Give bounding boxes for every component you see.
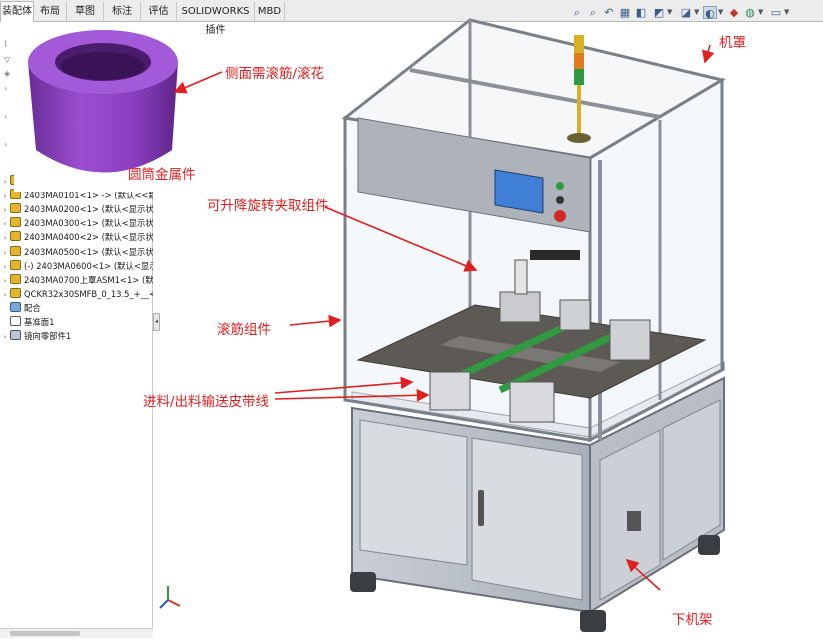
panel-collapse-button[interactable]: ◂ <box>153 313 160 331</box>
chevron-down-icon[interactable]: ▼ <box>758 8 764 16</box>
view-settings-icon[interactable]: ▭ <box>770 6 782 19</box>
tab-mbd[interactable]: MBD <box>255 2 285 21</box>
filter-icon[interactable]: ▽ <box>4 55 11 64</box>
chevron-down-icon[interactable]: ▼ <box>718 8 724 16</box>
tree-expander-icon[interactable]: › <box>4 112 8 121</box>
chevron-down-icon[interactable]: ▼ <box>694 8 700 16</box>
annotation-conveyor: 进料/出料输送皮带线 <box>143 394 270 410</box>
annotation-knurl-side: 侧面需滚筋/滚花 <box>225 66 325 82</box>
tab-markup[interactable]: 标注 <box>104 2 141 21</box>
edit-appearance-icon[interactable]: ◆ <box>729 6 739 19</box>
tree-item[interactable]: › 2403MA0200<1> (默认<显示状态 <box>0 202 153 216</box>
tree-item[interactable]: › QCKR32x30SMFB_0_13.5_+__<1> <box>0 287 153 301</box>
part-icon <box>10 231 21 242</box>
dynamic-annotation-icon[interactable]: ◧ <box>635 6 647 19</box>
cylinder-part-image <box>14 22 194 192</box>
tree-item[interactable]: › 镜向零部件1 <box>0 329 153 343</box>
mate-icon <box>10 301 21 312</box>
tree-expander-icon[interactable]: › <box>3 290 7 299</box>
tree-item[interactable]: › 2403MA0300<1> (默认<显示状态 <box>0 216 153 230</box>
tree-expander-icon[interactable]: › <box>4 140 8 149</box>
part-icon <box>10 203 21 214</box>
zoom-to-area-icon[interactable]: ⌕ <box>589 6 597 19</box>
tree-item-label: 2403MA0101<1> -> (默认<<默认 <box>24 190 153 201</box>
part-icon <box>10 217 21 228</box>
tree-expander-icon[interactable]: › <box>3 178 7 186</box>
part-icon <box>10 273 21 284</box>
annotation-gripper: 可升降旋转夹取组件 <box>207 198 329 214</box>
tree-expander-icon[interactable]: › <box>3 262 7 271</box>
plane-icon <box>10 316 21 326</box>
pin-icon[interactable]: ⟨ <box>4 39 8 48</box>
tree-expander-icon[interactable]: › <box>3 234 7 243</box>
annotation-frame: 下机架 <box>672 612 713 628</box>
tree-expander-icon[interactable]: › <box>3 333 7 342</box>
tree-item[interactable]: 基准面1 <box>0 315 153 329</box>
tree-item-label: 配合 <box>24 302 41 313</box>
command-manager-tabs: 装配体 布局 草图 标注 评估 SOLIDWORKS 插件 MBD ⌕ ⌕ ↶ … <box>0 0 823 36</box>
section-view-icon[interactable]: ▦ <box>619 6 631 19</box>
chevron-down-icon[interactable]: ▼ <box>784 8 790 16</box>
tree-expander-icon[interactable]: › <box>3 206 7 215</box>
tree-item[interactable]: 配合 <box>0 301 153 315</box>
previous-view-icon[interactable]: ↶ <box>604 6 614 19</box>
tree-item-label: 镜向零部件1 <box>24 331 72 342</box>
tree-item-label: QCKR32x30SMFB_0_13.5_+__<1> <box>24 288 153 299</box>
scrollbar-thumb[interactable] <box>10 631 80 636</box>
tree-item-label: 基准面1 <box>24 317 55 327</box>
hide-show-icon[interactable]: ◐ <box>703 6 717 20</box>
tab-evaluate[interactable]: 评估 <box>141 2 177 21</box>
mirror-icon <box>10 330 21 341</box>
annotation-cover: 机罩 <box>719 35 746 51</box>
part-icon <box>10 245 21 256</box>
tree-expander-icon[interactable]: › <box>4 84 8 93</box>
tree-item-label: 2403MA0300<1> (默认<显示状态 <box>24 218 153 229</box>
part-icon <box>10 259 21 270</box>
tab-solidworks-addins[interactable]: SOLIDWORKS 插件 <box>177 2 255 36</box>
tree-expander-icon[interactable]: › <box>3 192 7 201</box>
assembly-icon[interactable]: ◈ <box>4 69 11 78</box>
tree-expander-icon[interactable]: › <box>3 248 7 257</box>
zoom-to-fit-icon[interactable]: ⌕ <box>573 6 581 19</box>
tree-expander-icon[interactable]: › <box>3 220 7 229</box>
tree-item[interactable]: › 2403MA0400<2> (默认<显示状态 <box>0 230 153 244</box>
tab-layout[interactable]: 布局 <box>34 2 67 21</box>
tree-expander-icon[interactable]: › <box>3 276 7 285</box>
tree-item[interactable]: › (-) 2403MA0600<1> (默认<显示状 <box>0 259 153 273</box>
chevron-down-icon[interactable]: ▼ <box>667 8 673 16</box>
internal-mechanism <box>356 250 707 423</box>
tab-assembly[interactable]: 装配体 <box>0 1 34 22</box>
tree-item-label: (-) 2403MA0600<1> (默认<显示状 <box>24 260 153 271</box>
apply-scene-icon[interactable]: ◍ <box>745 6 755 19</box>
display-style-icon[interactable]: ◪ <box>680 6 692 19</box>
annotation-cylinder-part: 圆筒金属件 <box>128 167 196 183</box>
tree-horizontal-scrollbar[interactable] <box>0 628 153 638</box>
tree-item-label: 2403MA0200<1> (默认<显示状态 <box>24 204 153 215</box>
part-icon <box>10 287 21 298</box>
tree-item-label: 2403MA0400<2> (默认<显示状态 <box>24 232 153 243</box>
tab-sketch[interactable]: 草图 <box>67 2 104 21</box>
coordinate-triad <box>159 586 181 609</box>
view-orientation-icon[interactable]: ◩ <box>653 6 665 19</box>
tree-item[interactable]: › 2403MA0700上覃ASM1<1> (默认 <box>0 273 153 287</box>
tree-item[interactable]: › 2403MA0500<1> (默认<显示状态 <box>0 245 153 259</box>
annotation-knurling: 滚筋组件 <box>217 322 271 338</box>
tree-item-label: 2403MA0500<1> (默认<显示状态 <box>24 246 153 257</box>
tree-item-label: 2403MA0700上覃ASM1<1> (默认 <box>24 274 153 285</box>
annotation-arrows <box>173 44 715 591</box>
